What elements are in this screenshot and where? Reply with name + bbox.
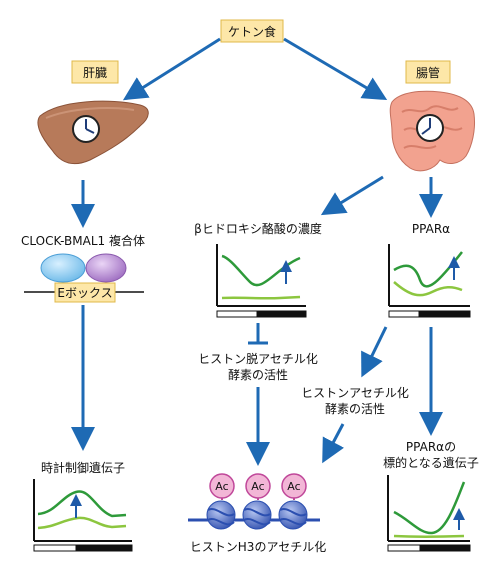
graph-ppara-targets [387,475,471,552]
arrow-hat-to-h3 [322,423,345,464]
arrow-diet-to-liver [122,37,221,101]
inhibition-bhb-to-hdac [248,323,268,345]
ebox-label: Eボックス [57,286,112,300]
ppara-label: PPARα [412,222,450,236]
clock-bmal1-label: CLOCK-BMAL1 複合体 [21,233,145,248]
ppara-target-label-line2: 標的となる遺伝子 [383,455,479,470]
ketogenic-diet-label: ケトン食 [228,24,276,39]
graph-bhb [216,244,307,318]
clock-bmal1-complex [40,253,127,283]
h3-acetylation-label: ヒストンH3のアセチル化 [190,540,326,554]
acetyl-label-1: Ac [215,480,228,493]
graph-ppara [388,244,471,318]
ebox: Eボックス [54,282,116,303]
ketogenic-diet-box: ケトン食 [220,19,284,43]
nucleosome-2 [242,500,272,530]
bhb-concentration-label: βヒドロキシ酪酸の濃度 [194,221,322,236]
arrow-ppara-to-hat [361,326,388,378]
arrow-diet-to-gut [283,37,388,101]
gut-label: 腸管 [416,65,440,80]
hat-label-line2: 酵素の活性 [325,402,385,416]
nucleosome-1 [206,500,236,530]
hat-label-line1: ヒストンアセチル化 [301,386,409,400]
acetyl-label-3: Ac [287,480,300,493]
arrow-gut-to-bhb [320,175,384,216]
gut-box: 腸管 [405,60,451,84]
acetyl-group-2: Ac [245,473,271,499]
clock-genes-label: 時計制御遺伝子 [41,460,125,475]
ppara-target-label-line1: PPARαの [406,440,456,454]
acetyl-group-3: Ac [281,473,307,499]
histone-h3-illustration: Ac Ac Ac [188,473,320,530]
acetyl-group-1: Ac [209,473,235,499]
hdac-label-line2: 酵素の活性 [228,368,288,382]
liver-label: 肝臓 [83,66,107,80]
nucleosome-3 [278,500,308,530]
gut-clock-icon [416,114,444,142]
hdac-label-line1: ヒストン脱アセチル化 [198,351,318,366]
liver-box: 肝臓 [71,60,119,84]
graph-clock-genes [33,479,133,552]
liver-clock-icon [72,115,100,143]
acetyl-label-2: Ac [251,480,264,493]
